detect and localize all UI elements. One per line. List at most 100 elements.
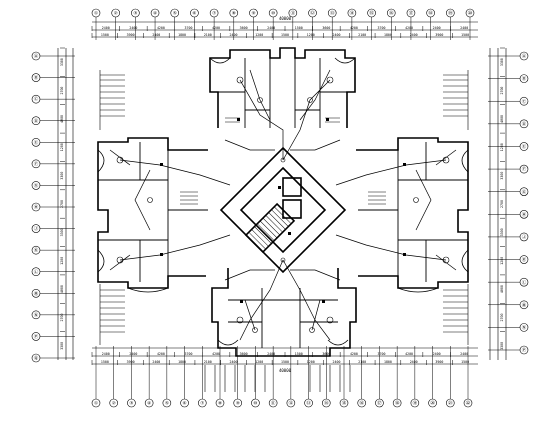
dimension-text: 2700 bbox=[500, 313, 504, 321]
top-axis-label: ⑨ bbox=[251, 11, 256, 17]
dimension-text: 2100 bbox=[358, 33, 366, 37]
bottom-axis-bubble bbox=[268, 398, 278, 408]
building-walls bbox=[97, 47, 469, 357]
bay-windows bbox=[97, 57, 469, 346]
dimension-text: 1200 bbox=[60, 257, 64, 265]
right-axis-label: Ⓕ bbox=[522, 166, 527, 173]
left-axis-bubble bbox=[31, 51, 41, 61]
top-axis-bubble bbox=[229, 8, 239, 18]
bottom-axis-bubble bbox=[463, 398, 473, 408]
top-axis-label: ⑭ bbox=[350, 10, 355, 17]
bottom-axis-bubble bbox=[375, 398, 384, 408]
top-wing-wall bbox=[209, 47, 356, 128]
dimension-text: 4200 bbox=[157, 352, 165, 356]
stair-core bbox=[244, 202, 296, 254]
top-total-dimension: 40000 bbox=[279, 16, 292, 21]
right-axis-label: Ⓛ bbox=[522, 279, 527, 286]
top-axis-label: ⑯ bbox=[389, 10, 394, 17]
dimension-text: 3300 bbox=[500, 228, 504, 236]
dimension-text: 1800 bbox=[178, 33, 186, 37]
bottom-axis-label: ⑯ bbox=[359, 400, 364, 407]
dimension-text: 2400 bbox=[460, 26, 468, 30]
left-axis-bubble bbox=[31, 288, 41, 298]
bottom-axis-bubble bbox=[286, 398, 296, 408]
dimension-text: 3600 bbox=[240, 26, 248, 30]
dimension-text: 2100 bbox=[204, 360, 212, 364]
right-axis-label: Ⓚ bbox=[522, 256, 527, 263]
dimension-text: 1800 bbox=[178, 360, 186, 364]
top-axis-bubble bbox=[367, 8, 376, 18]
top-axis-label: ⑩ bbox=[271, 11, 276, 17]
dimension-text: 3300 bbox=[60, 172, 64, 180]
stair-treads bbox=[248, 206, 292, 250]
dimension-text: 1200 bbox=[255, 360, 263, 364]
dimension-text: 2700 bbox=[500, 87, 504, 95]
dimension-text: 4800 bbox=[500, 115, 504, 123]
dimension-text: 3300 bbox=[60, 58, 64, 66]
top-axis-bubble bbox=[426, 8, 435, 18]
elevator-shaft bbox=[282, 177, 302, 197]
right-axis-label: Ⓖ bbox=[522, 188, 527, 195]
dimension-text: 3700 bbox=[378, 352, 386, 356]
bottom-axis-bubble bbox=[339, 398, 349, 408]
bottom-axis-bubble bbox=[304, 398, 313, 408]
left-axis-label: Ⓒ bbox=[34, 96, 39, 103]
dimension-text: 3600 bbox=[240, 352, 248, 356]
bottom-axis-label: ② bbox=[112, 401, 117, 407]
right-axis-bubble bbox=[519, 187, 529, 196]
bottom-axis-bubble bbox=[180, 398, 189, 408]
dimension-text: 4200 bbox=[405, 26, 413, 30]
bottom-axis-label: ⑬ bbox=[306, 400, 311, 407]
dimension-text: 2400 bbox=[129, 352, 137, 356]
bottom-total-dimension: 40000 bbox=[279, 368, 292, 373]
dimension-text: 2100 bbox=[204, 33, 212, 37]
bottom-axis-bubble bbox=[410, 398, 420, 408]
dimension-text: 1200 bbox=[255, 33, 263, 37]
dimension-text: 3900 bbox=[435, 33, 443, 37]
top-axis-label: ⑦ bbox=[212, 11, 217, 17]
dimension-text: 2400 bbox=[410, 33, 418, 37]
top-axis-bubble bbox=[406, 8, 416, 18]
dimension-text: 4200 bbox=[350, 352, 358, 356]
dimension-text: 1800 bbox=[384, 360, 392, 364]
dimension-text: 2400 bbox=[433, 26, 441, 30]
left-axis-bubble bbox=[31, 245, 41, 255]
left-axis-label: Ⓠ bbox=[34, 355, 39, 362]
dimension-text: 1500 bbox=[281, 360, 289, 364]
bottom-axis-bubble bbox=[251, 398, 260, 408]
dimension-text: 2400 bbox=[410, 360, 418, 364]
bottom-axis-label: ⑳ bbox=[430, 400, 435, 407]
top-axis-bubble bbox=[327, 8, 337, 18]
top-axis-label: ⑤ bbox=[173, 11, 178, 17]
axis-grid-lines bbox=[40, 17, 520, 399]
dimension-text: 1800 bbox=[384, 33, 392, 37]
bottom-axis-label: ④ bbox=[147, 401, 152, 407]
top-axis-label: ⑫ bbox=[310, 10, 315, 17]
dimension-text: 3300 bbox=[60, 228, 64, 236]
top-axis-label: ② bbox=[114, 11, 119, 17]
right-axis-label: Ⓟ bbox=[522, 347, 527, 354]
right-axis-bubble bbox=[519, 142, 529, 151]
bottom-axis-bubble bbox=[91, 398, 101, 408]
dimension-text: 3300 bbox=[500, 58, 504, 66]
right-axis-bubble bbox=[519, 277, 529, 287]
bottom-axis-label: ⑮ bbox=[342, 400, 347, 407]
left-axis-label: Ⓝ bbox=[34, 311, 39, 318]
bottom-axis-label: ③ bbox=[129, 401, 134, 407]
left-axis-label: Ⓔ bbox=[34, 139, 39, 146]
top-axis-bubble bbox=[465, 8, 475, 18]
dimension-text: 4800 bbox=[60, 115, 64, 123]
dimension-text: 1200 bbox=[307, 360, 315, 364]
bottom-axis-label: ⑧ bbox=[218, 401, 223, 407]
bottom-axis-bubble bbox=[321, 398, 331, 408]
left-axis-label: Ⓕ bbox=[34, 160, 39, 167]
left-axis-bubble bbox=[31, 73, 41, 82]
left-axis-label: Ⓑ bbox=[34, 74, 39, 81]
dimension-text: 2700 bbox=[60, 87, 64, 95]
bottom-axis-label: ① bbox=[94, 401, 99, 407]
right-axis-bubble bbox=[519, 74, 529, 83]
